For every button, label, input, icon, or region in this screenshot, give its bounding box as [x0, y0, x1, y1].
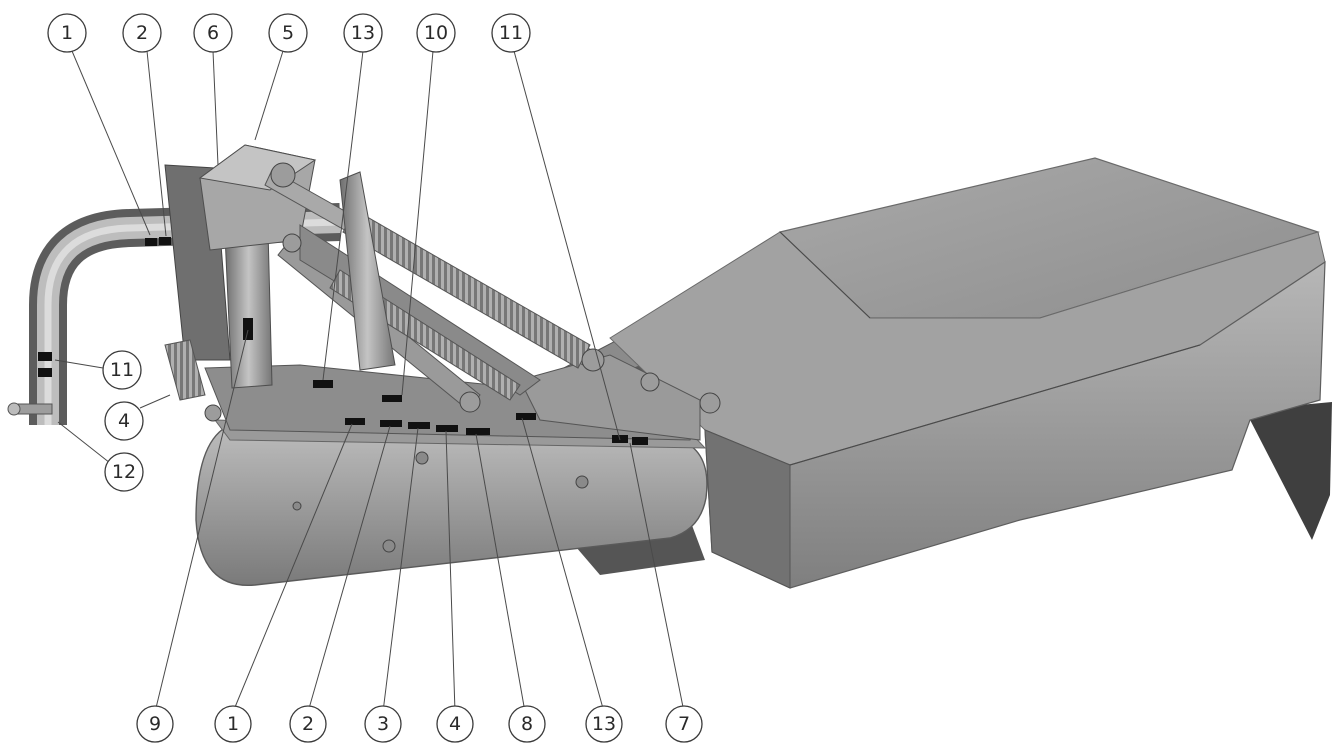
svg-text:2: 2 — [302, 713, 314, 735]
guard-bolt — [382, 539, 396, 553]
svg-text:12: 12 — [112, 461, 136, 483]
pivot-nut — [640, 372, 660, 392]
callout-top-1: 1 — [47, 13, 87, 53]
svg-text:7: 7 — [678, 713, 690, 735]
pivot-nut — [699, 392, 721, 414]
callout-bottom-7: 7 — [665, 705, 703, 743]
end-flap — [1245, 402, 1332, 540]
svg-text:11: 11 — [110, 359, 134, 381]
guard-bolt — [292, 501, 302, 511]
callout-top-2: 2 — [122, 13, 162, 53]
callout-bottom-3: 3 — [364, 705, 402, 743]
callout-bottom-13: 13 — [585, 705, 623, 743]
pivot-nut — [270, 162, 296, 188]
svg-text:2: 2 — [136, 22, 148, 44]
svg-text:1: 1 — [61, 22, 73, 44]
callout-top-11: 11 — [491, 13, 531, 53]
adjust-spring — [164, 339, 206, 401]
svg-text:9: 9 — [149, 713, 161, 735]
svg-text:4: 4 — [118, 410, 130, 432]
svg-text:11: 11 — [499, 22, 523, 44]
callout-bottom-4: 4 — [436, 705, 474, 743]
svg-text:3: 3 — [377, 713, 389, 735]
hydraulic-cylinder — [339, 171, 396, 371]
pivot-nut — [581, 348, 605, 372]
guard-bolt — [415, 451, 429, 465]
callouts: 1 2 6 5 13 10 11 11 — [47, 13, 703, 743]
leader-lines — [54, 50, 685, 713]
callout-top-6: 6 — [193, 13, 233, 53]
mower-illustration — [7, 144, 1332, 589]
callout-bottom-1: 1 — [214, 705, 252, 743]
callout-top-5: 5 — [268, 13, 308, 53]
warning-decals — [38, 237, 648, 445]
svg-text:6: 6 — [207, 22, 219, 44]
svg-text:10: 10 — [424, 22, 448, 44]
callout-left-4: 4 — [104, 401, 144, 441]
callout-bottom-9: 9 — [136, 705, 174, 743]
callout-bottom-8: 8 — [508, 705, 546, 743]
guard-bolt — [575, 475, 589, 489]
main-mast — [224, 229, 273, 389]
protective-cover-end — [704, 429, 791, 589]
belt-guard — [195, 424, 708, 586]
svg-text:5: 5 — [282, 22, 294, 44]
svg-text:13: 13 — [351, 22, 375, 44]
callout-left-12: 12 — [104, 452, 144, 492]
pivot-nut — [282, 233, 302, 253]
svg-text:4: 4 — [449, 713, 461, 735]
pivot-nut — [459, 391, 481, 413]
callout-bottom-2: 2 — [289, 705, 327, 743]
svg-text:13: 13 — [592, 713, 616, 735]
svg-text:8: 8 — [521, 713, 533, 735]
pivot-nut — [204, 404, 222, 422]
callout-top-10: 10 — [416, 13, 456, 53]
callout-top-13: 13 — [343, 13, 383, 53]
callout-left-11: 11 — [102, 350, 142, 390]
svg-text:1: 1 — [227, 713, 239, 735]
